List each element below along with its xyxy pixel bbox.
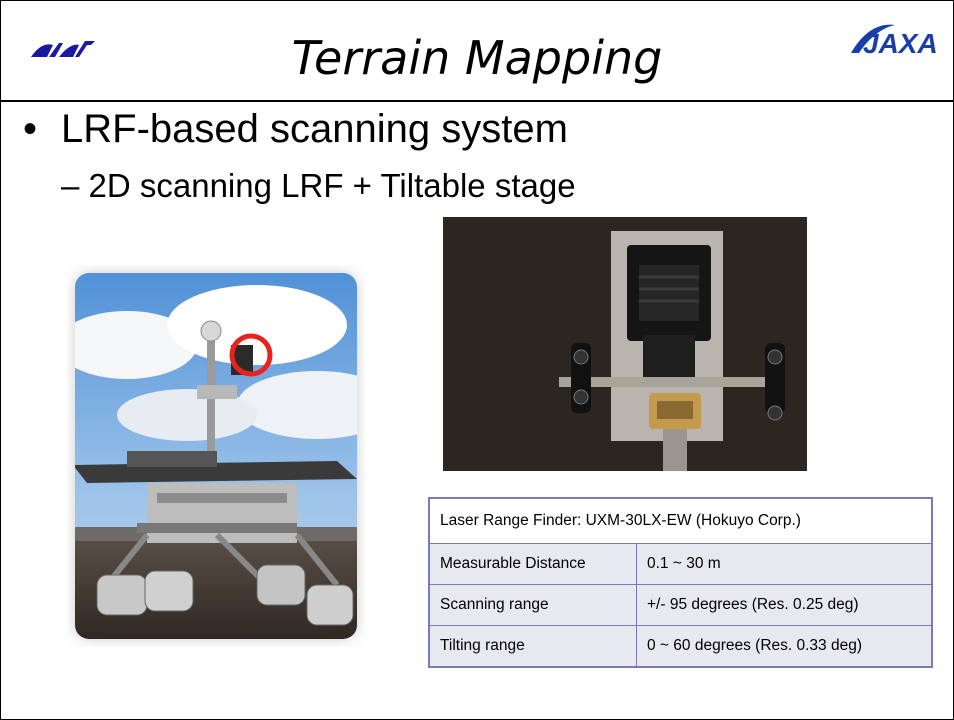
lrf-stage-photo (443, 217, 807, 471)
svg-text:JAXA: JAXA (863, 28, 938, 59)
spec-value: 0.1 ~ 30 m (636, 543, 933, 585)
spec-label: Scanning range (428, 584, 637, 626)
spec-label: Measurable Distance (428, 543, 637, 585)
spec-value: 0 ~ 60 degrees (Res. 0.33 deg) (636, 625, 933, 668)
spec-table-header: Laser Range Finder: UXM-30LX-EW (Hokuyo … (428, 497, 933, 544)
spec-value: +/- 95 degrees (Res. 0.25 deg) (636, 584, 933, 626)
lrf-highlight-circle (229, 333, 273, 377)
main-bullet: •LRF-based scanning system (23, 107, 568, 151)
rover-photo (75, 273, 357, 639)
main-bullet-text: LRF-based scanning system (61, 107, 568, 151)
isas-logo (31, 41, 95, 57)
title-divider (1, 100, 953, 102)
spec-label: Tilting range (428, 625, 637, 668)
jaxa-logo: JAXA (851, 24, 938, 59)
sub-bullet: – 2D scanning LRF + Tiltable stage (61, 167, 576, 204)
slide-title: Terrain Mapping (291, 31, 663, 85)
lrf-spec-table: Laser Range Finder: UXM-30LX-EW (Hokuyo … (428, 497, 933, 668)
